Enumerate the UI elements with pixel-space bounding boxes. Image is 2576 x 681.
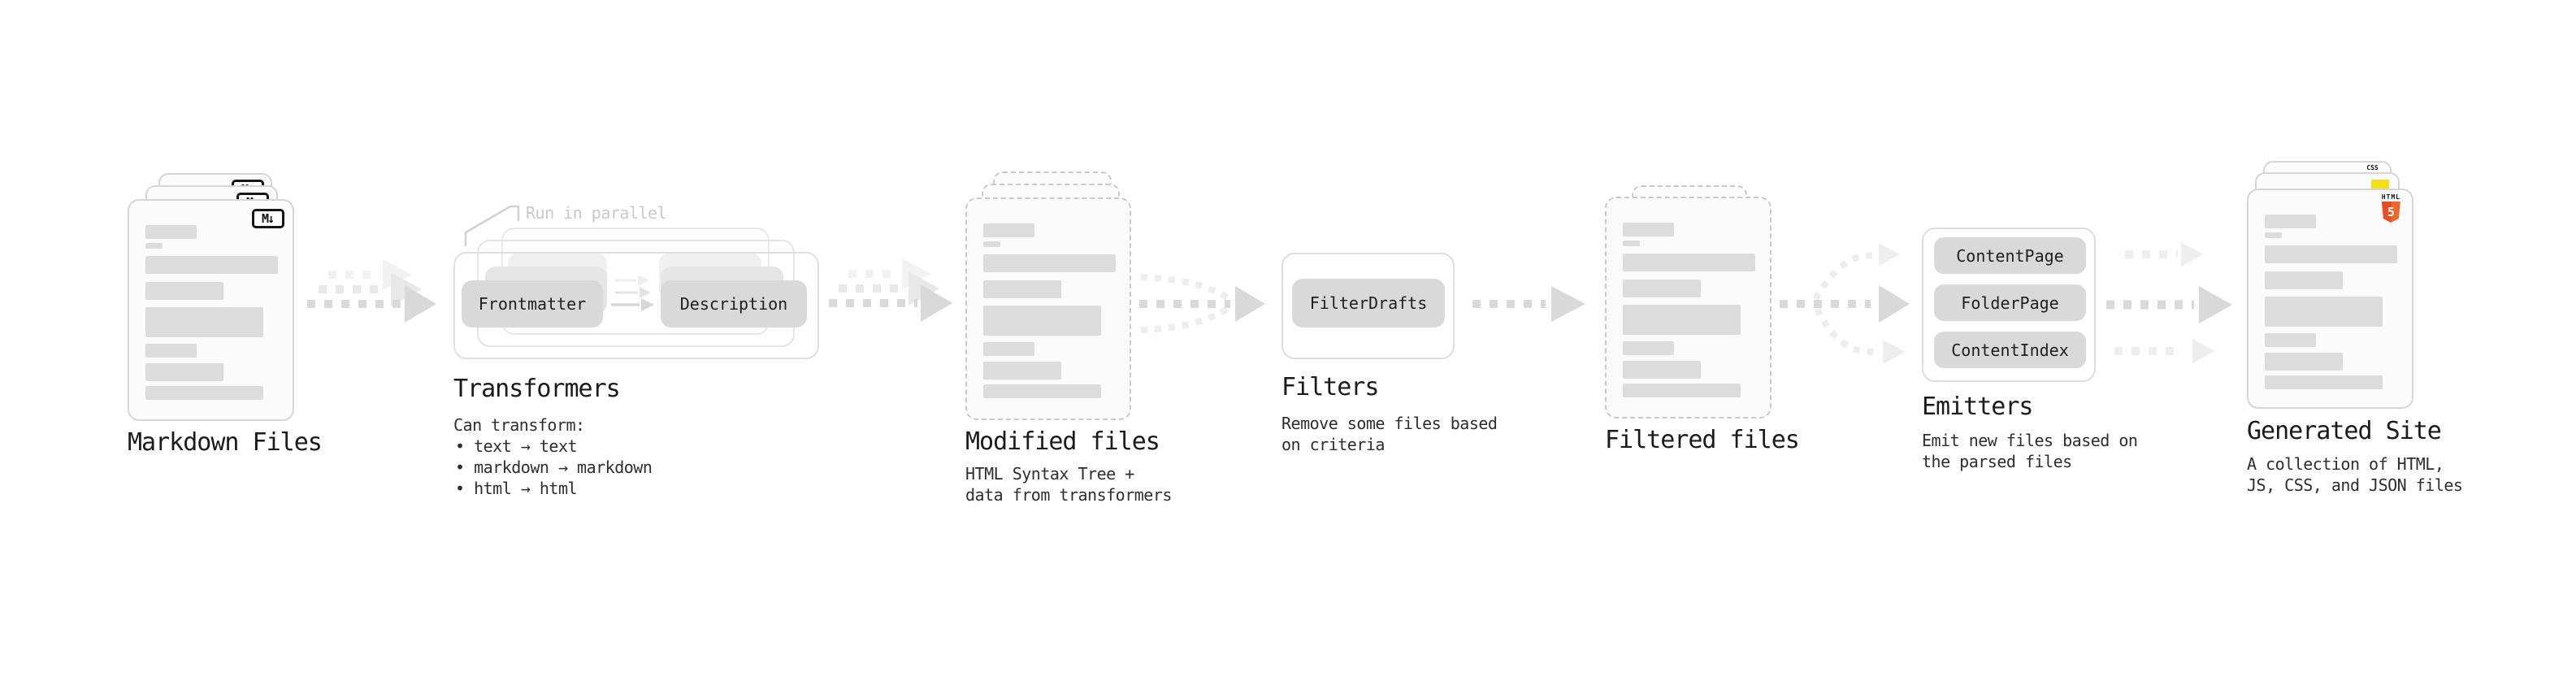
text-placeholder-bar [983,241,1000,247]
modified-files-description: HTML Syntax Tree + data from transformer… [965,463,1172,505]
text-placeholder-bar [983,342,1034,356]
arrow-transformers-to-modified [829,258,952,322]
text-placeholder-bar [1623,254,1755,271]
js-icon [2371,180,2389,189]
filters-box [1281,253,1455,359]
transformer-parallel-arrows [611,275,654,311]
filters-description: Remove some files based on criteria [1281,413,1498,455]
contentindex-pill: ContentIndex [1934,332,2086,368]
markdown-icon: M↓ [252,209,284,228]
text-placeholder-bar [145,344,197,358]
transformers-description: Can transform: • text → text • markdown … [453,414,653,499]
parallel-note-leader-line [464,205,520,246]
text-placeholder-bar [145,256,278,274]
markdown-files-caption: Markdown Files [128,428,323,457]
text-placeholder-bar [983,223,1034,237]
filtered-files-caption: Filtered files [1605,426,1800,454]
text-placeholder-bar [2265,297,2383,327]
arrow-markdown-to-transformers [307,259,436,323]
text-placeholder-bar [145,363,223,381]
text-placeholder-bar [2265,271,2343,289]
arrow-filtered-to-emitters [1780,243,1910,364]
emitters-caption: Emitters [1922,393,2033,421]
modified-doc-front [965,197,1131,420]
text-placeholder-bar [1623,384,1741,397]
generated-doc-html: HTML 5 [2247,189,2413,409]
text-placeholder-bar [1623,223,1674,236]
transformers-caption: Transformers [453,375,621,403]
text-placeholder-bar [2265,333,2316,347]
text-placeholder-bar [1623,280,1701,297]
text-placeholder-bar [2265,215,2316,228]
text-placeholder-bar [2265,375,2383,389]
modified-files-caption: Modified files [965,427,1160,456]
text-placeholder-bar [2265,353,2343,371]
arrow-filters-to-filtered [1472,286,1585,322]
text-placeholder-bar [145,282,223,300]
text-placeholder-bar [983,384,1101,398]
folderpage-pill: FolderPage [1934,284,2086,321]
text-placeholder-bar [145,386,263,400]
filterdrafts-pill: FilterDrafts [1292,279,1445,327]
emitters-box [1922,228,2096,382]
text-placeholder-bar [983,254,1116,272]
generated-site-subtitle-line: A collection of HTML, [2247,454,2444,474]
filtered-doc-front [1605,197,1772,419]
text-placeholder-bar [145,243,163,249]
transformer-layer-front [453,252,819,359]
filters-subtitle-line: on criteria [1281,435,1385,454]
transformers-bullet: • markdown → markdown [455,458,653,477]
text-placeholder-bar [145,307,263,337]
markdown-doc-front: M↓ [128,199,294,421]
text-placeholder-bar [1623,241,1640,246]
arrow-emitters-to-generated [2106,242,2232,363]
text-placeholder-bar [983,306,1101,336]
modified-files-subtitle-line: HTML Syntax Tree + [965,464,1134,484]
arrow-modified-to-filters [1139,274,1265,333]
contentpage-pill: ContentPage [1934,237,2086,274]
html5-icon: HTML 5 [2382,193,2400,223]
text-placeholder-bar [145,225,197,239]
emitters-subtitle-line: Emit new files based on [1922,431,2138,450]
text-placeholder-bar [983,362,1061,380]
text-placeholder-bar [983,280,1061,298]
text-placeholder-bar [1623,361,1701,379]
filters-caption: Filters [1281,373,1379,401]
emitters-subtitle-line: the parsed files [1922,452,2072,471]
modified-files-subtitle-line: data from transformers [965,485,1172,505]
description-pill: Description [661,280,807,327]
text-placeholder-bar [1623,305,1741,335]
generated-site-description: A collection of HTML, JS, CSS, and JSON … [2247,453,2463,496]
text-placeholder-bar [2265,245,2397,263]
filters-subtitle-line: Remove some files based [1281,414,1498,433]
generated-site-subtitle-line: JS, CSS, and JSON files [2247,475,2463,495]
text-placeholder-bar [2265,232,2282,238]
transformers-bullet: • text → text [455,436,578,456]
generated-site-caption: Generated Site [2247,417,2442,445]
emitters-description: Emit new files based on the parsed files [1922,430,2138,472]
parallel-note: Run in parallel [526,203,667,223]
transformers-subtitle: Can transform: [453,415,585,435]
text-placeholder-bar [1623,341,1674,355]
transformers-bullet: • html → html [455,479,578,498]
frontmatter-pill: Frontmatter [462,280,603,327]
